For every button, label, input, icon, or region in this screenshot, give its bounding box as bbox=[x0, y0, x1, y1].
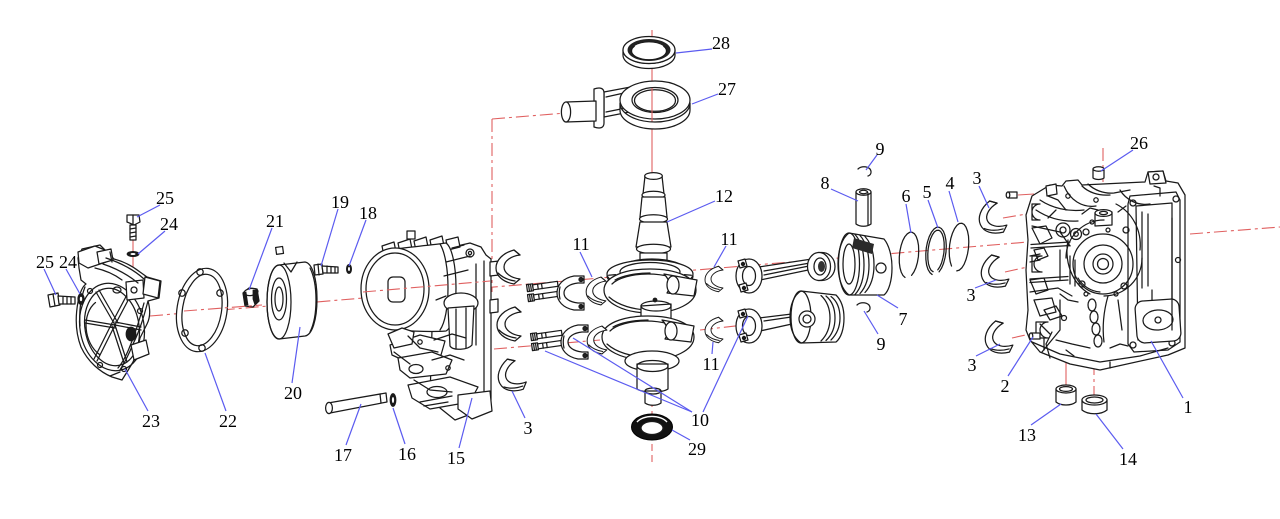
svg-text:3: 3 bbox=[968, 355, 977, 375]
svg-text:10: 10 bbox=[691, 410, 709, 430]
svg-text:2: 2 bbox=[1001, 376, 1010, 396]
svg-text:29: 29 bbox=[688, 439, 706, 459]
svg-text:8: 8 bbox=[821, 173, 830, 193]
svg-text:27: 27 bbox=[718, 79, 736, 99]
svg-text:22: 22 bbox=[219, 411, 237, 431]
svg-text:19: 19 bbox=[331, 192, 349, 212]
svg-text:21: 21 bbox=[266, 211, 284, 231]
svg-text:7: 7 bbox=[899, 309, 908, 329]
svg-text:11: 11 bbox=[720, 229, 737, 249]
svg-text:11: 11 bbox=[702, 354, 719, 374]
svg-text:18: 18 bbox=[359, 203, 377, 223]
svg-text:3: 3 bbox=[524, 418, 533, 438]
svg-text:12: 12 bbox=[715, 186, 733, 206]
svg-text:5: 5 bbox=[923, 182, 932, 202]
svg-text:11: 11 bbox=[572, 234, 589, 254]
svg-text:25: 25 bbox=[156, 188, 174, 208]
svg-text:25: 25 bbox=[36, 252, 54, 272]
svg-text:24: 24 bbox=[160, 214, 178, 234]
svg-text:4: 4 bbox=[946, 173, 955, 193]
svg-text:17: 17 bbox=[334, 445, 352, 465]
svg-text:1: 1 bbox=[1184, 397, 1193, 417]
svg-text:15: 15 bbox=[447, 448, 465, 468]
svg-text:3: 3 bbox=[973, 168, 982, 188]
svg-text:3: 3 bbox=[967, 285, 976, 305]
svg-text:14: 14 bbox=[1119, 449, 1137, 469]
svg-text:6: 6 bbox=[902, 186, 911, 206]
svg-text:13: 13 bbox=[1018, 425, 1036, 445]
svg-text:9: 9 bbox=[877, 334, 886, 354]
svg-text:16: 16 bbox=[398, 444, 416, 464]
svg-text:28: 28 bbox=[712, 33, 730, 53]
svg-text:26: 26 bbox=[1130, 133, 1148, 153]
svg-text:24: 24 bbox=[59, 252, 77, 272]
svg-text:9: 9 bbox=[876, 139, 885, 159]
svg-text:20: 20 bbox=[284, 383, 302, 403]
svg-text:23: 23 bbox=[142, 411, 160, 431]
